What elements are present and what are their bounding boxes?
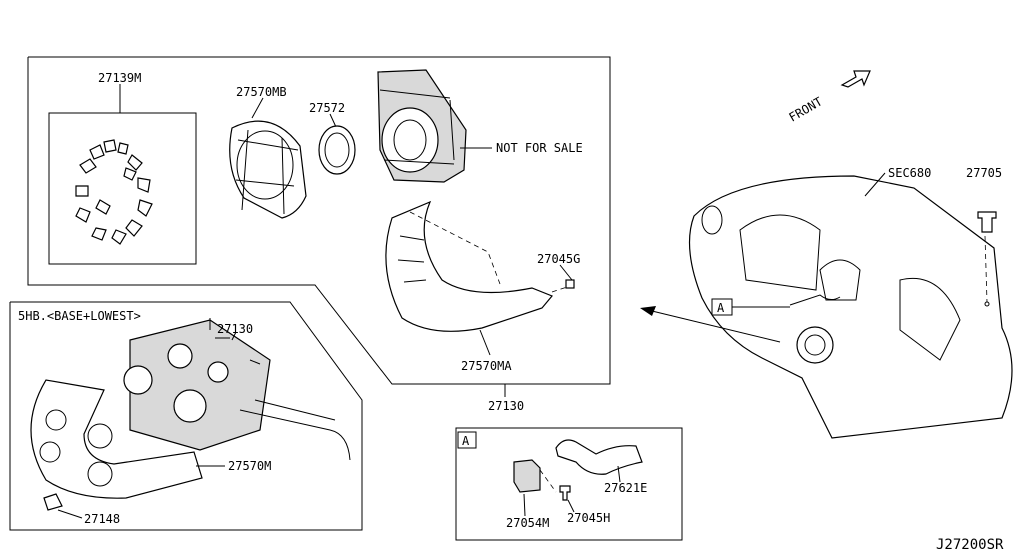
label-27148: 27148 [84,512,120,526]
part-27705-group [977,211,997,233]
ref-a-callout-group [711,298,790,316]
label-27570MB: 27570MB [236,85,287,99]
part-27621E-group [555,439,643,483]
detail-a-box [455,427,683,541]
label-27045H: 27045H [567,511,610,525]
label-sec680: SEC680 [888,166,931,180]
part-27045H-group [539,469,575,513]
part-27139M-group [48,84,197,265]
label-27621E: 27621E [604,481,647,495]
part-27130-variant-group [123,318,351,461]
label-not-for-sale: NOT FOR SALE [496,141,583,155]
part-27570MA-group [385,200,575,397]
label-27570MA: 27570MA [461,359,512,373]
part-27570M-group [30,379,225,499]
part-27054M-group [513,459,541,517]
housing-not-for-sale-group [377,69,492,183]
part-27570MB-group [229,97,307,219]
label-27705: 27705 [966,166,1002,180]
label-27570M: 27570M [228,459,271,473]
label-drawing-id: J27200SR [936,537,1004,553]
label-27045G: 27045G [537,252,580,266]
label-27572: 27572 [309,101,345,115]
dashboard-sec680-group [688,172,1013,439]
label-front: FRONT [787,94,825,124]
variant-5hb-box [9,301,363,531]
label-27130-main: 27130 [488,399,524,413]
label-ref-a-callout: A [717,301,725,315]
main-assembly-box [27,56,611,385]
pointer-arrow-icon [640,306,781,343]
label-27054M: 27054M [506,516,549,530]
part-27572-group [318,113,356,175]
label-variant-5hb: 5HB.<BASE+LOWEST> [18,309,141,323]
label-27139M: 27139M [98,71,141,85]
button-caps-icon [75,139,153,245]
front-arrow-icon [840,70,871,88]
part-27148-group [43,493,83,519]
label-detail-a-tag: A [462,434,470,448]
label-27130-variant: 27130 [217,322,253,336]
